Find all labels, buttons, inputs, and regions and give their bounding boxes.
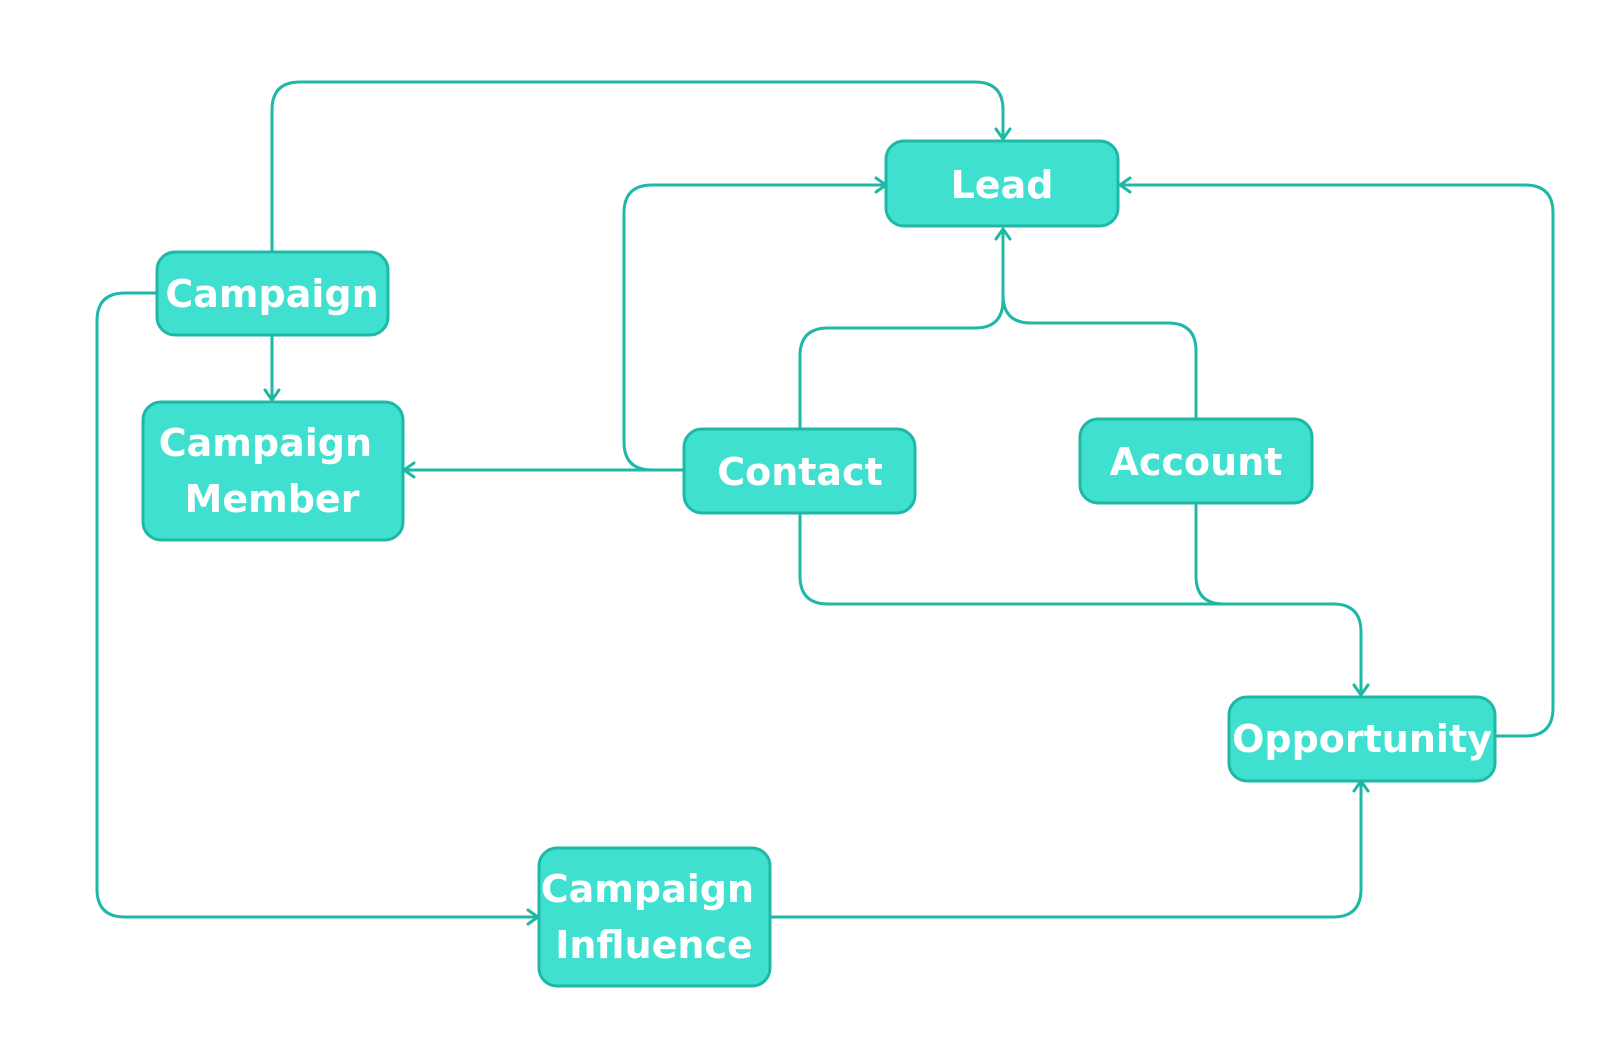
edge-campaign-influence-to-opportunity xyxy=(767,779,1363,919)
node-account-label-line-1: Account xyxy=(1110,440,1283,484)
edge-account-to-opportunity-merge xyxy=(1194,500,1226,606)
nodes: Lead Campaign Campaign Member Contact xyxy=(141,139,1497,988)
edge-campaign-to-lead xyxy=(270,80,1005,253)
node-campaign-member: Campaign Member xyxy=(141,400,405,542)
node-campaign: Campaign xyxy=(155,250,390,337)
node-lead-label-line-1: Lead xyxy=(951,163,1054,207)
arrowhead-icon xyxy=(1118,176,1132,194)
arrowhead-icon xyxy=(994,227,1012,241)
node-opportunity-label: Opportunity xyxy=(1232,717,1492,761)
node-campaign-label-line-1: Campaign xyxy=(165,272,378,316)
edge-contact-to-lead-left xyxy=(622,183,888,472)
node-campaign-influence: Campaign Influence xyxy=(537,846,772,988)
node-lead: Lead xyxy=(884,139,1120,228)
node-campaign-member-label-line-2: Member xyxy=(185,477,360,521)
node-campaign-label: Campaign xyxy=(165,272,378,316)
node-campaign-influence-label-line-2: Influence xyxy=(555,923,753,967)
node-contact-label-line-1: Contact xyxy=(717,450,883,494)
arrowhead-icon xyxy=(263,388,281,402)
node-account-label: Account xyxy=(1110,440,1283,484)
arrowhead-icon xyxy=(1352,683,1370,697)
edge-account-to-lead-merge xyxy=(1001,293,1198,420)
edge-opportunity-to-lead xyxy=(1118,183,1555,738)
node-campaign-member-label: Campaign Member xyxy=(159,421,385,521)
edge-campaign-to-campaign-influence xyxy=(95,291,540,919)
edges xyxy=(95,80,1555,926)
node-opportunity: Opportunity xyxy=(1227,695,1497,783)
edge-contact-to-opportunity xyxy=(798,511,1363,697)
arrowhead-icon xyxy=(994,127,1012,141)
edge-contact-to-lead-merge xyxy=(798,227,1005,431)
node-campaign-influence-label-line-1: Campaign xyxy=(541,867,754,911)
node-opportunity-label-line-1: Opportunity xyxy=(1232,717,1492,761)
node-lead-label: Lead xyxy=(951,163,1054,207)
node-campaign-influence-label: Campaign Influence xyxy=(541,867,767,967)
node-contact: Contact xyxy=(682,427,917,515)
node-account: Account xyxy=(1078,417,1314,505)
node-campaign-member-label-line-1: Campaign xyxy=(159,421,372,465)
node-contact-label: Contact xyxy=(717,450,883,494)
